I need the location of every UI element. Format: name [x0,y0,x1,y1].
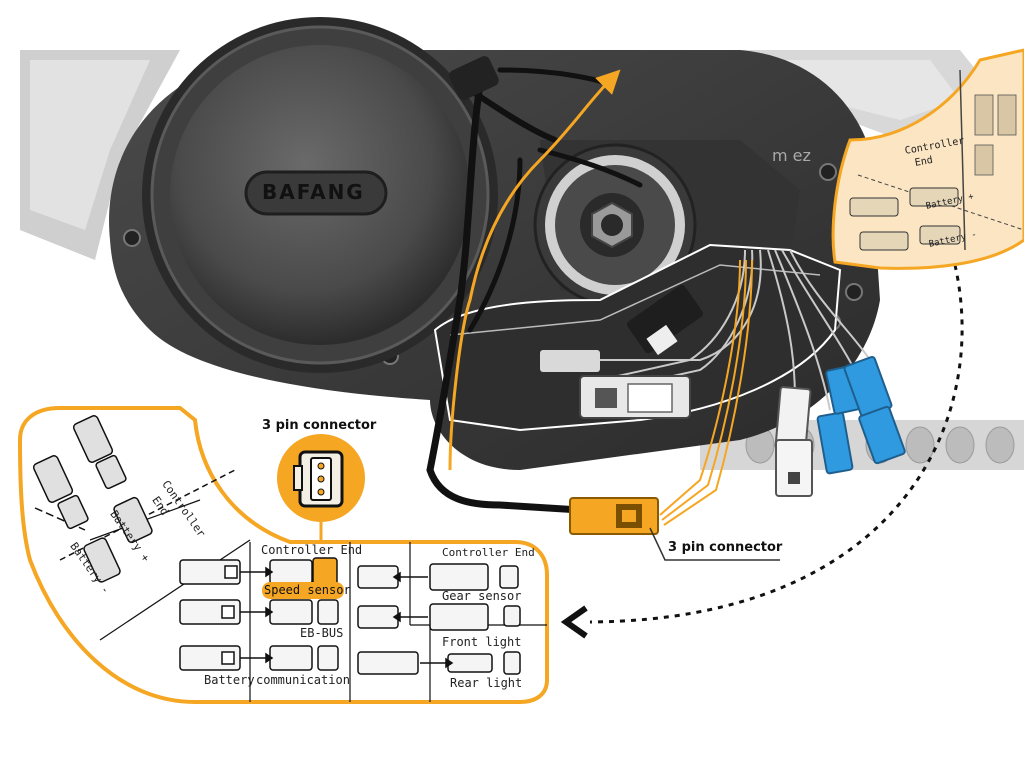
legend-gear-sensor: Gear sensor [442,589,522,603]
dashed-return-arrow [560,264,964,639]
three-pin-label-top: 3 pin connector [262,418,377,433]
legend-battery: Battery [204,673,255,687]
legend-eb-bus: EB-BUS [300,626,344,640]
speed-sensor-highlight [262,582,344,599]
crank-axle [533,140,800,307]
watermark-text: m ez [772,146,811,165]
legend-communication: communication [256,673,350,687]
legend-front-light: Front light [442,635,522,649]
callout-leader-right [649,527,780,561]
inset-panel-top-right [831,48,1024,270]
legend-controller-end-mid: Controller End [261,543,363,557]
cable-clip [449,56,499,100]
connectors [540,284,906,535]
legend-controller-end-right: Controller End [442,546,535,559]
motor-cap [142,17,498,373]
route-arrow [448,69,621,471]
legend-panel [17,406,549,704]
three-pin-callout [277,434,365,560]
black-cables [426,67,643,514]
gray-wire-bundle [560,249,871,411]
three-pin-label-right: 3 pin connector [668,540,783,555]
legend-speed-sensor: Speed sensor [264,583,351,597]
yellow-wires [659,259,753,526]
legend-rear-light: Rear light [450,676,523,690]
motor-brand-label: BAFANG [262,180,365,204]
